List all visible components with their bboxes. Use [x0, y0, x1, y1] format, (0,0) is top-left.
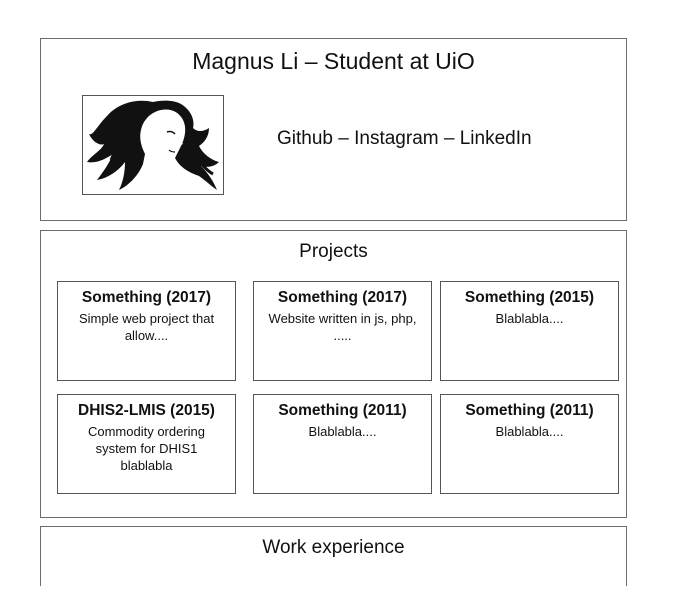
project-title: Something (2017)	[254, 288, 431, 308]
project-description: Simple web project that allow....	[58, 310, 235, 344]
project-card[interactable]: Something (2017) Simple web project that…	[57, 281, 236, 381]
project-description: Blablabla....	[254, 423, 431, 440]
link-separator: –	[333, 128, 354, 149]
project-description: Blablabla....	[441, 423, 618, 440]
project-card[interactable]: Something (2015) Blablabla....	[440, 281, 619, 381]
project-title: Something (2017)	[58, 288, 235, 308]
page-title: Magnus Li – Student at UiO	[41, 48, 626, 75]
project-description: Blablabla....	[441, 310, 618, 327]
link-separator: –	[439, 128, 460, 149]
project-card[interactable]: Something (2011) Blablabla....	[253, 394, 432, 494]
social-links: Github – Instagram – LinkedIn	[277, 128, 532, 150]
linkedin-link[interactable]: LinkedIn	[460, 128, 532, 149]
github-link[interactable]: Github	[277, 128, 333, 149]
projects-title: Projects	[41, 241, 626, 263]
project-title: Something (2011)	[441, 401, 618, 421]
project-title: DHIS2-LMIS (2015)	[58, 401, 235, 421]
project-title: Something (2015)	[441, 288, 618, 308]
instagram-link[interactable]: Instagram	[354, 128, 438, 149]
project-description: Commodity ordering system for DHIS1 blab…	[58, 423, 235, 474]
project-card[interactable]: Something (2017) Website written in js, …	[253, 281, 432, 381]
project-card[interactable]: DHIS2-LMIS (2015) Commodity ordering sys…	[57, 394, 236, 494]
woman-profile-icon	[83, 96, 223, 194]
header-panel: Magnus Li – Student at UiO Github – Inst…	[40, 38, 627, 221]
project-card[interactable]: Something (2011) Blablabla....	[440, 394, 619, 494]
work-experience-title: Work experience	[41, 537, 626, 559]
project-description: Website written in js, php, .....	[254, 310, 431, 344]
work-experience-panel: Work experience	[40, 526, 627, 586]
avatar	[82, 95, 224, 195]
projects-panel: Projects Something (2017) Simple web pro…	[40, 230, 627, 518]
project-title: Something (2011)	[254, 401, 431, 421]
